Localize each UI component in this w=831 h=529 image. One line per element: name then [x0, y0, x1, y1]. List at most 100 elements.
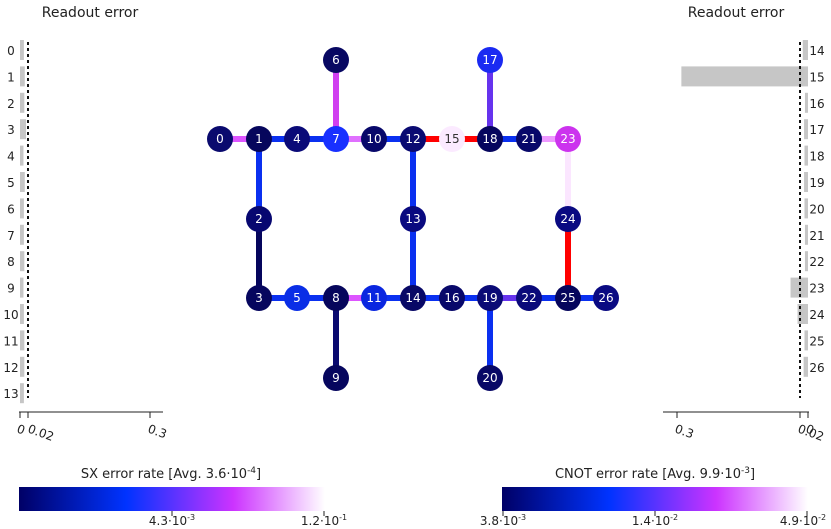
qubit-circle [477, 126, 503, 152]
cnot-colorbar-tick-label: 1.4·10-2 [632, 513, 678, 528]
qubit-circle [246, 126, 272, 152]
qubit-node-22: 22 [516, 285, 542, 311]
right-qubit-label: 14 [809, 44, 824, 58]
qubit-label: 14 [405, 291, 420, 305]
left-qubit-label: 8 [7, 255, 15, 269]
left-readout-bar [20, 92, 25, 113]
qubit-node-13: 13 [400, 206, 426, 232]
qubit-node-0: 0 [207, 126, 233, 152]
qubit-node-21: 21 [516, 126, 542, 152]
right-qubit-label: 25 [809, 334, 824, 348]
qubit-label: 12 [405, 132, 420, 146]
qubit-node-9: 9 [323, 365, 349, 391]
right-qubit-label: 16 [809, 97, 824, 111]
qubit-label: 24 [560, 212, 575, 226]
qubit-node-23: 23 [555, 126, 581, 152]
qubit-circle [323, 126, 349, 152]
qubit-label: 6 [332, 53, 340, 67]
right-readout-bar [804, 224, 808, 245]
qubit-label: 19 [482, 291, 497, 305]
right-readout-bar [804, 145, 808, 166]
left-qubit-label: 7 [7, 229, 15, 243]
qubit-label: 2 [255, 212, 263, 226]
qubit-node-4: 4 [284, 126, 310, 152]
qubit-label: 8 [332, 291, 340, 305]
qubit-circle [477, 285, 503, 311]
qubit-circle [400, 126, 426, 152]
left-axis-tick-label: 0.3 [146, 422, 169, 442]
qubit-label: 22 [521, 291, 536, 305]
sx-legend-title: SX error rate [Avg. 3.6·10-4] [81, 466, 261, 482]
left-qubit-label: 2 [7, 97, 15, 111]
left-readout-bar [20, 172, 25, 192]
right-readout-bar [803, 356, 808, 377]
cnot-colorbar-tick-label: 3.8·10-3 [480, 513, 526, 528]
left-readout-bars [20, 40, 27, 404]
qubit-label: 1 [255, 132, 263, 146]
left-qubit-label: 9 [7, 282, 15, 296]
qubit-label: 21 [521, 132, 536, 146]
qubit-label: 11 [366, 291, 381, 305]
qubit-circle [400, 206, 426, 232]
left-readout-bar [20, 330, 25, 351]
right-readout-bar [804, 92, 808, 113]
qubit-node-24: 24 [555, 206, 581, 232]
qubit-node-15: 15 [439, 126, 465, 152]
qubit-label: 16 [444, 291, 459, 305]
cnot-legend-title: CNOT error rate [Avg. 9.9·10-3] [555, 466, 755, 482]
sx-colorbar-tick-label: 1.2·10-1 [301, 513, 347, 528]
qubit-circle [207, 126, 233, 152]
qubit-node-5: 5 [284, 285, 310, 311]
right-qubit-label: 19 [809, 176, 824, 190]
qubit-node-19: 19 [477, 285, 503, 311]
qubit-label: 10 [366, 132, 381, 146]
qubit-label: 20 [482, 371, 497, 385]
right-axis-tick-label: 0 [804, 422, 816, 438]
qubit-circle [516, 126, 542, 152]
left-qubit-label: 0 [7, 44, 15, 58]
left-readout-bar [20, 356, 25, 377]
qubit-node-7: 7 [323, 126, 349, 152]
sx-colorbar-tick-label: 4.3·10-3 [149, 513, 195, 528]
qubit-label: 13 [405, 212, 420, 226]
right-qubit-label: 23 [809, 282, 824, 296]
qubit-circle [361, 285, 387, 311]
qubit-circle [439, 285, 465, 311]
qubit-circle [284, 126, 310, 152]
left-qubit-label: 6 [7, 202, 15, 216]
left-qubit-label: 3 [7, 123, 15, 137]
qubit-node-20: 20 [477, 365, 503, 391]
left-qubit-label: 10 [3, 308, 18, 322]
right-qubit-label: 15 [809, 70, 824, 84]
qubit-node-16: 16 [439, 285, 465, 311]
qubit-circle [323, 285, 349, 311]
qubit-circle [516, 285, 542, 311]
qubit-node-6: 6 [323, 47, 349, 73]
left-readout-bar [20, 119, 27, 140]
qubit-label: 9 [332, 371, 340, 385]
qubit-node-14: 14 [400, 285, 426, 311]
qubit-circle [477, 47, 503, 73]
qubit-label: 26 [598, 291, 613, 305]
qubit-label: 4 [293, 132, 301, 146]
right-readout-bar [804, 198, 808, 219]
left-readout-bar [20, 277, 24, 298]
cnot-legend: CNOT error rate [Avg. 9.9·10-3] 3.8·10-3… [480, 466, 826, 528]
left-qubit-label: 1 [7, 70, 15, 84]
right-qubit-label: 21 [809, 229, 824, 243]
left-qubit-label: 5 [7, 176, 15, 190]
left-qubit-label: 11 [3, 334, 18, 348]
qubit-label: 5 [293, 291, 301, 305]
left-qubit-label: 12 [3, 361, 18, 375]
left-readout-bar [20, 224, 24, 245]
qubit-node-18: 18 [477, 126, 503, 152]
qubit-label: 18 [482, 132, 497, 146]
right-qubit-label: 17 [809, 123, 824, 137]
left-axis-tick-label: 0.02 [26, 422, 56, 444]
left-readout-bar [20, 383, 24, 404]
sx-colorbar [19, 487, 325, 511]
